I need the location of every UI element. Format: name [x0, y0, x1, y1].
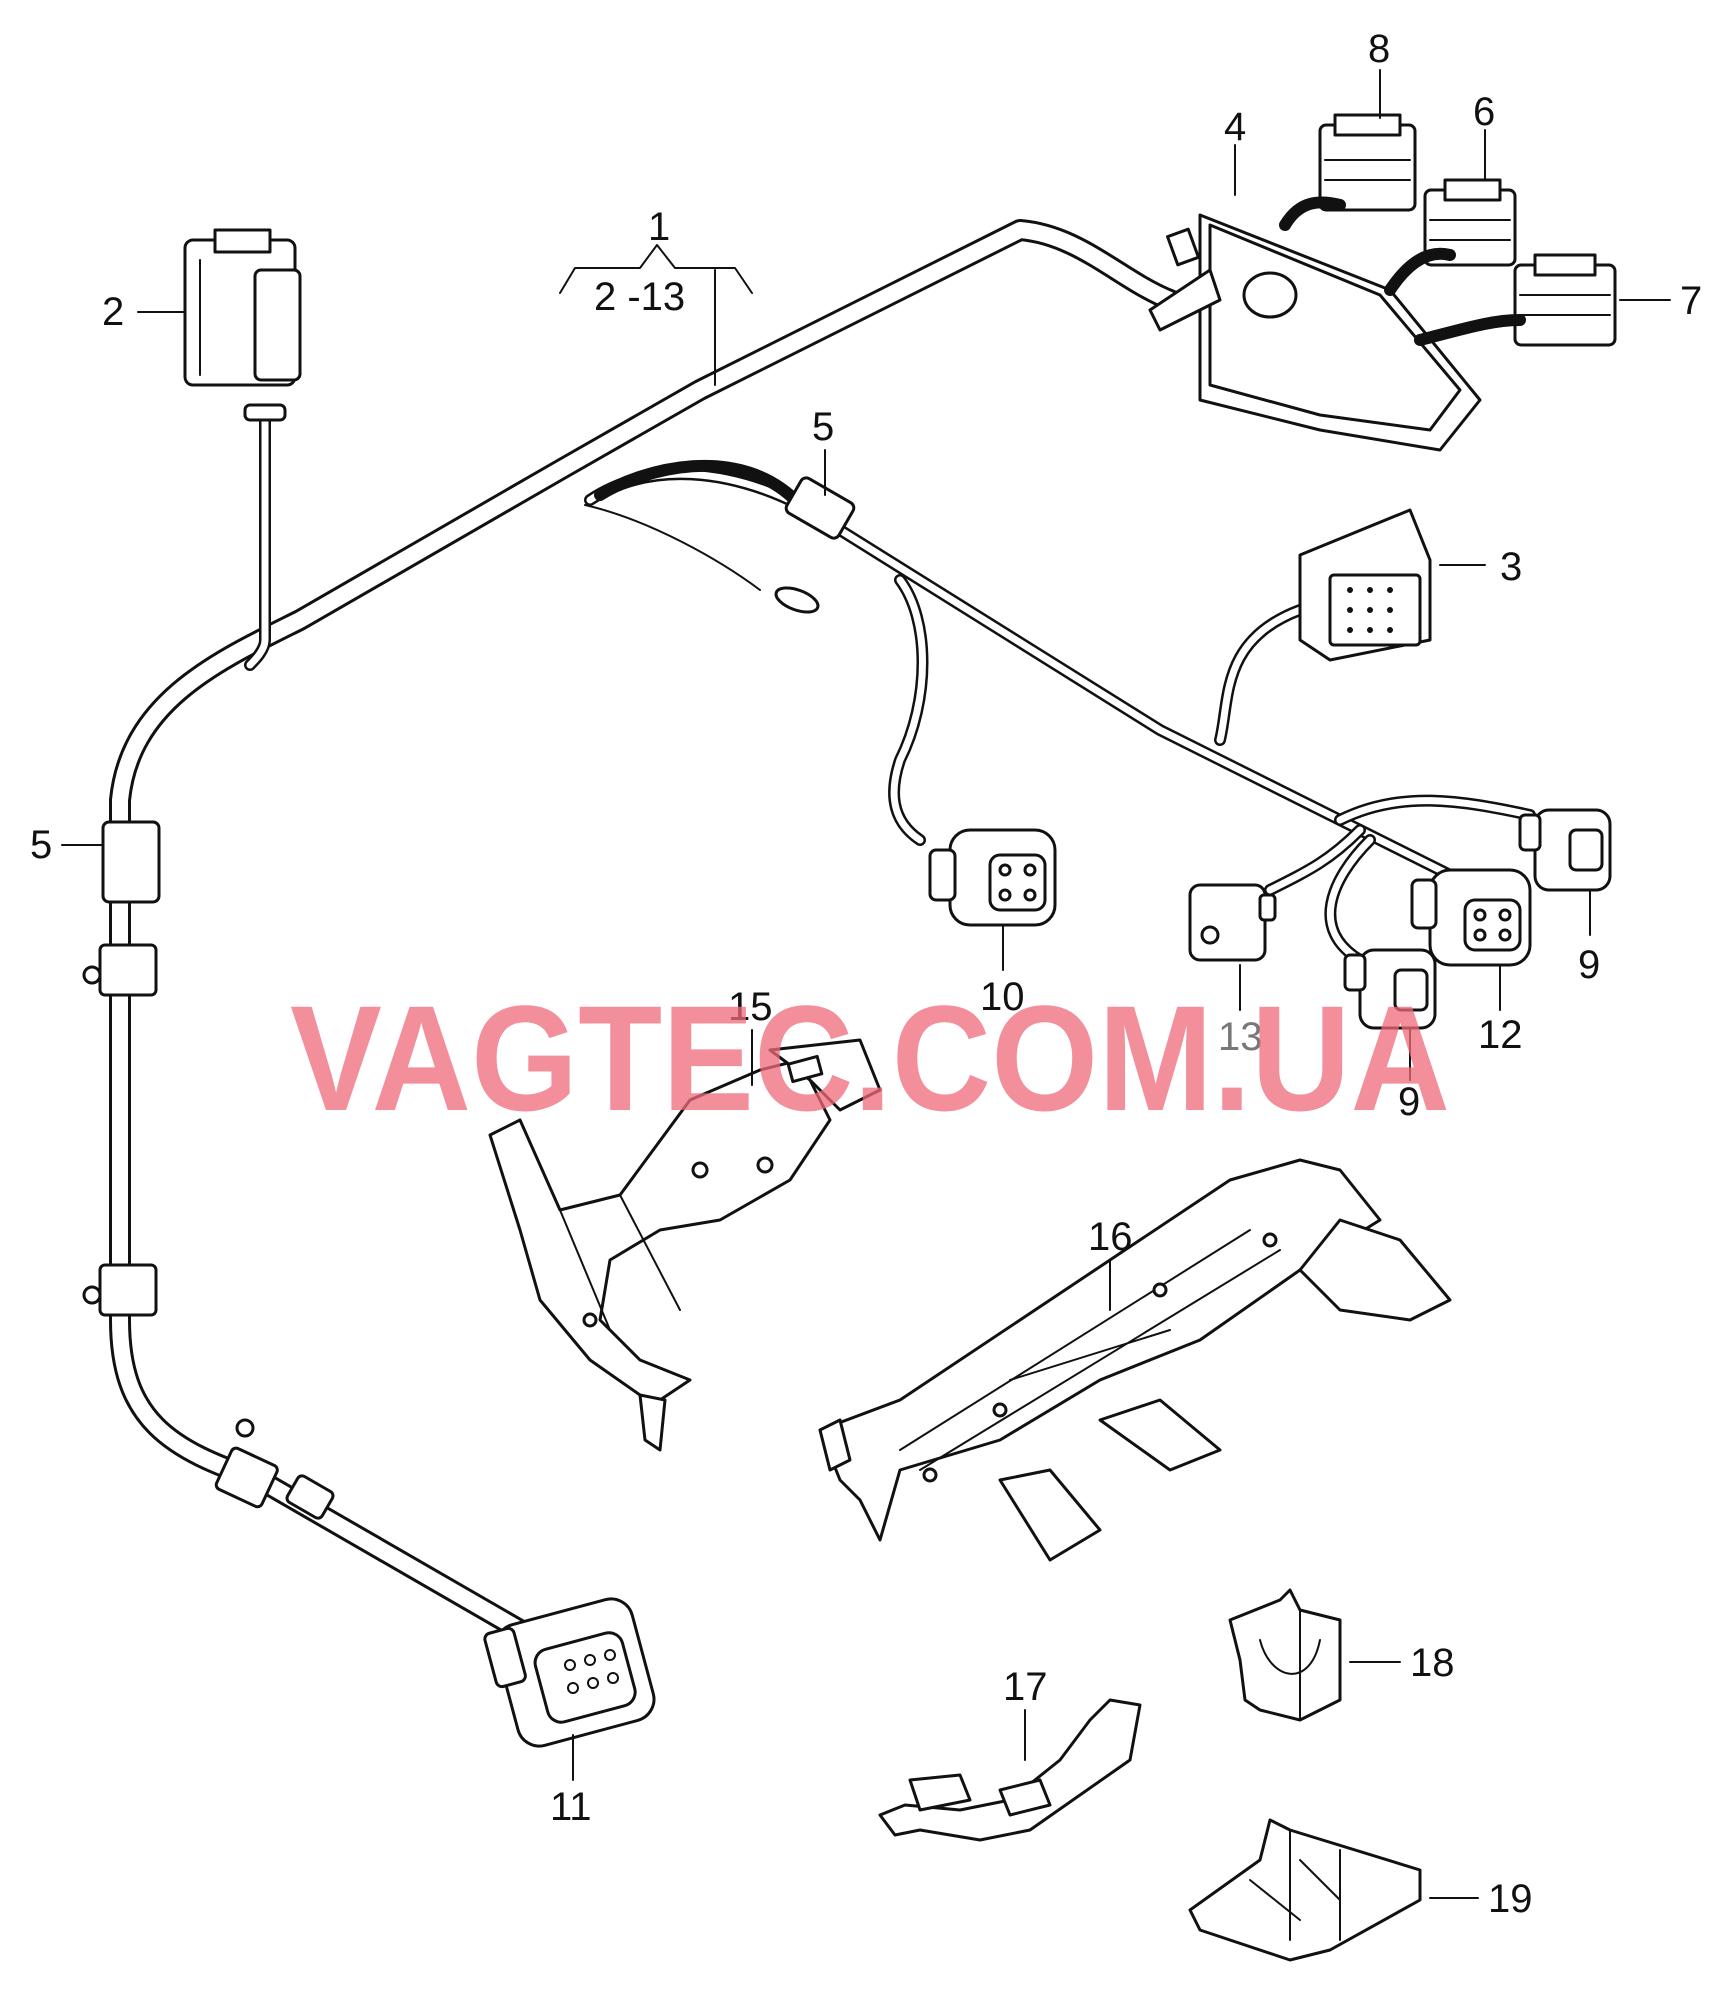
callout-13: 13 [1218, 1015, 1263, 1059]
callout-5-top: 5 [812, 405, 834, 449]
callout-10: 10 [980, 975, 1025, 1019]
callout-16: 16 [1088, 1215, 1133, 1259]
callout-8: 8 [1368, 27, 1390, 71]
callout-11: 11 [550, 1785, 592, 1829]
callout-9-lower: 9 [1398, 1080, 1420, 1124]
connector-9-upper [1518, 808, 1612, 892]
connector-10 [928, 828, 1057, 927]
callout-5-left: 5 [30, 823, 52, 867]
main-harness [82, 219, 1536, 1641]
connector-11 [483, 1597, 656, 1748]
callout-labels: 1 2 -13 2 3 4 5 5 6 7 8 9 9 10 11 12 13 … [30, 27, 1702, 1921]
clip-18 [1228, 1588, 1342, 1722]
callout-9-upper: 9 [1578, 943, 1600, 987]
callout-12: 12 [1478, 1013, 1523, 1057]
watermark: VAGTEC.COM.UA [290, 974, 1450, 1142]
bracket-15 [488, 1038, 882, 1452]
connector-3 [1298, 508, 1432, 662]
connector-2 [183, 228, 302, 422]
bracket-16 [818, 1158, 1452, 1562]
callout-1: 1 [648, 205, 670, 249]
callout-18: 18 [1410, 1641, 1455, 1685]
connector-13 [1188, 883, 1277, 962]
callout-15: 15 [728, 985, 773, 1029]
connector-7 [1513, 253, 1617, 347]
leader-lines [61, 69, 1671, 1899]
callout-3: 3 [1500, 545, 1522, 589]
connector-12 [1410, 868, 1532, 967]
callout-19: 19 [1488, 1877, 1533, 1921]
clip-17 [878, 1698, 1142, 1842]
connector-8 [1318, 113, 1417, 212]
clip-19 [1188, 1818, 1422, 1962]
callout-range: 2 -13 [594, 275, 685, 319]
callout-7: 7 [1680, 279, 1702, 323]
callout-17: 17 [1003, 1665, 1048, 1709]
connector-6 [1423, 178, 1517, 267]
callout-2: 2 [102, 290, 124, 334]
callout-6: 6 [1473, 90, 1495, 134]
connector-9-lower [1343, 948, 1437, 1030]
callout-4: 4 [1224, 105, 1246, 149]
